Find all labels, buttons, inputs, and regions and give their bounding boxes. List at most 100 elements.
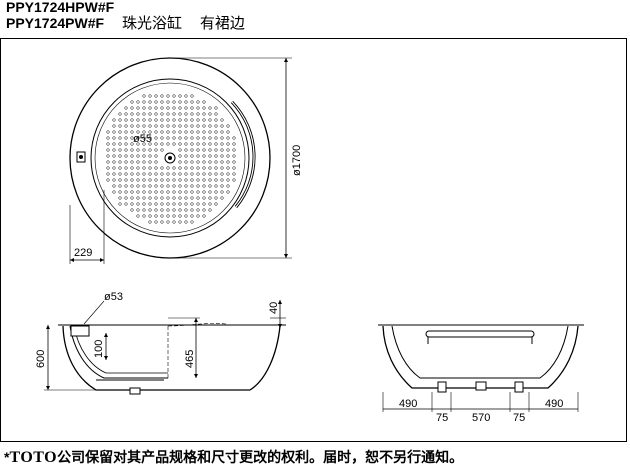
air-jet-dot xyxy=(148,202,152,206)
top-view: ø55 ø1700 229 xyxy=(69,57,303,264)
air-jet-dot xyxy=(154,196,158,200)
air-jet-dot xyxy=(202,106,206,110)
air-jet-dot xyxy=(220,118,224,122)
air-jet-dot xyxy=(172,118,176,122)
air-jet-dot xyxy=(220,160,224,164)
drain-diameter-label: ø55 xyxy=(133,133,152,145)
air-jet-dot xyxy=(178,100,182,104)
air-jet-dot xyxy=(196,118,200,122)
air-jet-dot xyxy=(154,220,158,224)
air-jet-dot xyxy=(142,130,146,134)
air-jet-dot xyxy=(112,130,116,134)
air-jet-dot xyxy=(202,208,206,212)
air-jet-dot xyxy=(220,124,224,128)
air-jet-dot xyxy=(214,202,218,206)
air-jet-dot xyxy=(112,190,116,194)
air-jet-dot xyxy=(226,154,230,158)
air-jet-dot xyxy=(190,178,194,182)
rim-height-label: 40 xyxy=(268,302,280,314)
air-jet-dot xyxy=(190,196,194,200)
air-jet-dot xyxy=(196,166,200,170)
air-jet-dot xyxy=(166,130,170,134)
air-jet-dot xyxy=(136,202,140,206)
air-jet-dot xyxy=(226,172,230,176)
air-jet-dot xyxy=(130,136,134,140)
air-jet-dot xyxy=(172,130,176,134)
air-jet-dot xyxy=(106,172,110,176)
air-jet-dot xyxy=(190,154,194,158)
air-jet-dot xyxy=(160,100,164,104)
air-jet-dot xyxy=(160,124,164,128)
air-jet-dot xyxy=(160,202,164,206)
air-jet-dot xyxy=(178,142,182,146)
air-jet-dot xyxy=(124,202,128,206)
air-jet-dot xyxy=(190,172,194,176)
air-jet-dot xyxy=(208,208,212,212)
air-jet-dot xyxy=(142,94,146,98)
air-jet-dot xyxy=(166,184,170,188)
air-jet-dot xyxy=(196,196,200,200)
drawing-frame xyxy=(0,38,627,442)
air-jet-dot xyxy=(124,160,128,164)
air-jet-dot xyxy=(226,148,230,152)
air-jet-dot xyxy=(136,166,140,170)
air-jet-dot xyxy=(196,124,200,128)
air-jet-dot xyxy=(148,148,152,152)
support-leg-left-icon xyxy=(437,381,447,393)
air-jet-dot xyxy=(142,154,146,158)
air-jet-dot xyxy=(148,142,152,146)
air-jet-dot xyxy=(178,220,182,224)
air-jet-dot xyxy=(196,100,200,104)
air-jet-dot xyxy=(112,124,116,128)
overall-height-label: 600 xyxy=(35,350,47,368)
air-jet-dot xyxy=(214,178,218,182)
front-view: 490 75 570 75 490 xyxy=(378,324,584,424)
air-jet-dot xyxy=(172,94,176,98)
air-jet-dot xyxy=(190,184,194,188)
air-jet-dot xyxy=(148,214,152,218)
air-jet-dot xyxy=(172,220,176,224)
air-jet-dot xyxy=(208,184,212,188)
air-jet-dot xyxy=(226,178,230,182)
air-jet-dot xyxy=(160,178,164,182)
air-jet-dot xyxy=(124,172,128,176)
air-jet-dot xyxy=(160,220,164,224)
bottom-segment-5-label: 490 xyxy=(545,398,563,410)
air-jet-dot xyxy=(124,154,128,158)
air-jet-dot xyxy=(214,172,218,176)
air-jet-dot xyxy=(154,112,158,116)
air-jet-dot xyxy=(136,208,140,212)
air-jet-dot xyxy=(196,106,200,110)
air-jet-dot xyxy=(166,190,170,194)
air-jet-dot xyxy=(184,130,188,134)
air-jet-dot xyxy=(118,160,122,164)
bottom-segment-3-label: 570 xyxy=(472,412,490,424)
air-jet-dot xyxy=(208,166,212,170)
air-jet-dot xyxy=(136,142,140,146)
air-jet-dot xyxy=(226,124,230,128)
air-jet-dot xyxy=(142,190,146,194)
air-jet-dot xyxy=(202,142,206,146)
air-jet-dot xyxy=(130,130,134,134)
air-jet-dot xyxy=(178,214,182,218)
air-jet-dot xyxy=(214,142,218,146)
air-jet-dot xyxy=(178,190,182,194)
air-jet-dot xyxy=(106,154,110,158)
air-jet-dot xyxy=(184,136,188,140)
air-jet-dot xyxy=(190,142,194,146)
air-jet-dot xyxy=(118,148,122,152)
air-jet-dot xyxy=(160,184,164,188)
air-jet-dot xyxy=(196,208,200,212)
air-jet-dot xyxy=(148,184,152,188)
air-jet-dot xyxy=(148,196,152,200)
air-jet-dot xyxy=(184,106,188,110)
air-jet-dot xyxy=(130,208,134,212)
air-jet-dot xyxy=(208,130,212,134)
bottom-segment-2-label: 75 xyxy=(436,412,448,424)
air-jet-dot xyxy=(220,136,224,140)
air-jet-dot xyxy=(172,208,176,212)
air-jet-dot xyxy=(196,136,200,140)
air-jet-dot xyxy=(196,190,200,194)
air-jet-dot xyxy=(190,118,194,122)
air-jet-dot xyxy=(106,166,110,170)
